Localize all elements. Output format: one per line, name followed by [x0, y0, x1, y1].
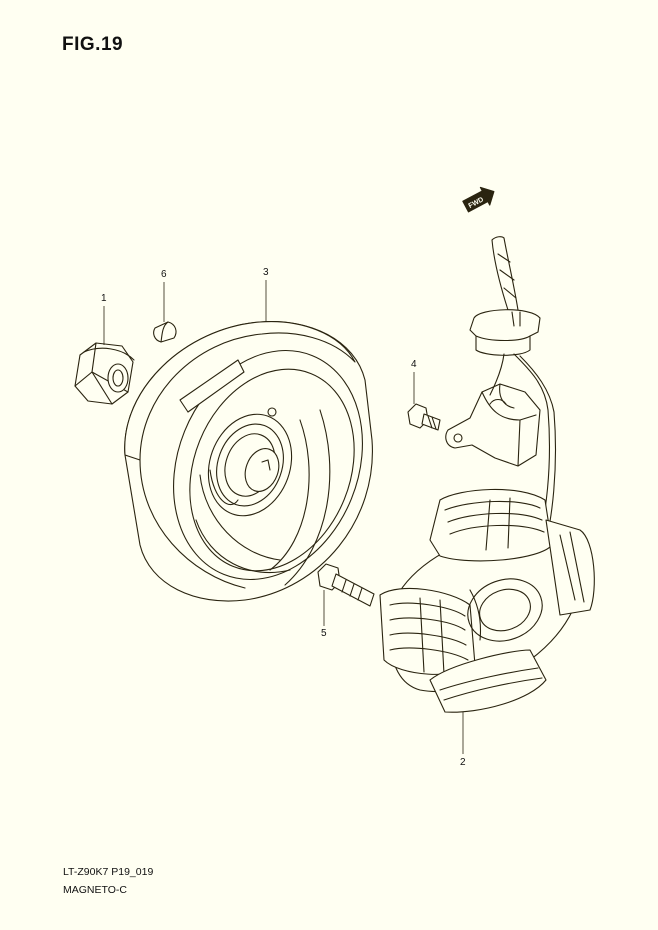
svg-text:2: 2	[460, 757, 466, 768]
figure-code: LT-Z90K7 P19_019	[63, 866, 154, 878]
wire-harness	[469, 236, 557, 563]
svg-text:5: 5	[321, 628, 327, 639]
fwd-arrow-icon: FWD	[462, 186, 495, 213]
pickup-coil-part	[445, 383, 541, 467]
svg-text:1: 1	[101, 293, 107, 304]
figure-name: MAGNETO-C	[63, 884, 127, 896]
callout-5: 5	[321, 590, 327, 639]
stator-bolt-part	[317, 563, 375, 607]
stator-part	[379, 488, 595, 713]
svg-text:3: 3	[263, 267, 269, 278]
pickup-bolt-part	[407, 403, 441, 431]
callout-4: 4	[411, 359, 417, 404]
rotor-part	[124, 320, 373, 602]
nut-part	[74, 342, 135, 405]
callout-1: 1	[101, 293, 107, 345]
svg-text:4: 4	[411, 359, 417, 370]
figure-title: FIG.19	[62, 34, 124, 55]
key-part	[153, 321, 177, 343]
callout-6: 6	[161, 269, 167, 322]
svg-text:6: 6	[161, 269, 167, 280]
callout-2: 2	[460, 712, 466, 768]
callout-3: 3	[263, 267, 269, 322]
